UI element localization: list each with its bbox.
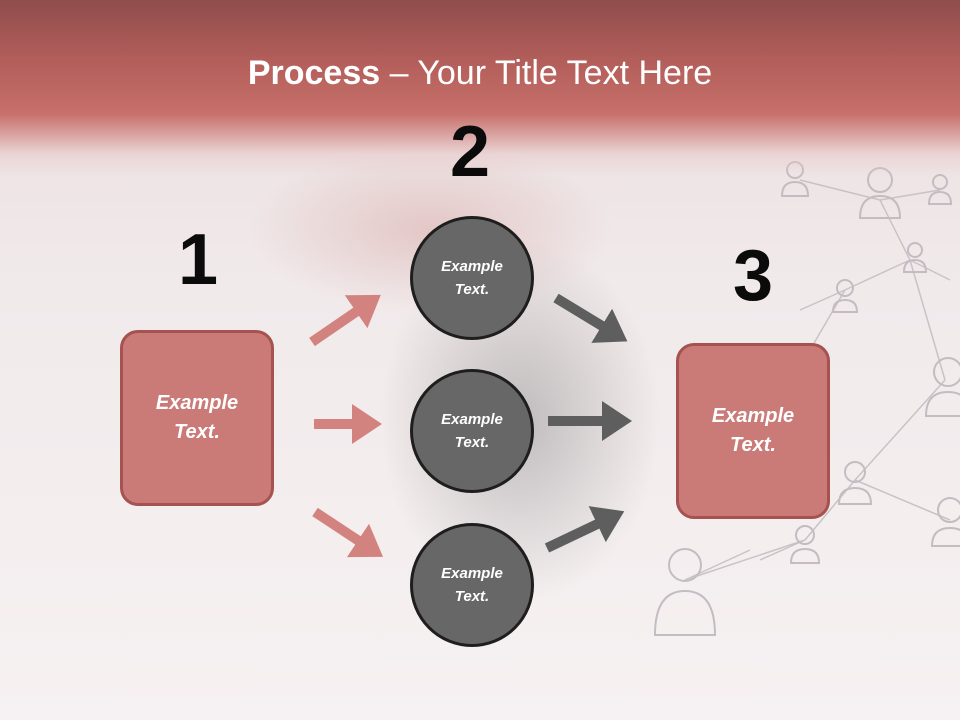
step-3-text-line1: Example [711, 405, 795, 427]
people-network-decoration [653, 161, 960, 636]
title-bar [0, 0, 960, 175]
step-number-3: 3 [733, 236, 774, 316]
arrow-circle-bottom-to-box3 [544, 506, 625, 553]
step-number-2: 2 [450, 112, 491, 192]
step-1-text-line2: Text. [174, 421, 220, 443]
arrow-box1-to-circle-bottom [312, 507, 384, 558]
circle-top[interactable]: Example Text. [410, 216, 534, 340]
circle-top-text-line2: Text. [454, 281, 490, 298]
step-1-box[interactable]: Example Text. [120, 330, 274, 506]
step-1-text-line1: Example [155, 392, 239, 414]
step-3-text-line2: Text. [730, 434, 776, 456]
step-number-1: 1 [178, 220, 219, 300]
circle-top-text-line1: Example [441, 258, 503, 275]
circle-bottom-text-line1: Example [441, 565, 503, 582]
title-rest: – Your Title Text Here [380, 54, 713, 92]
circle-middle-text-line2: Text. [454, 434, 490, 451]
title-bold: Process [247, 54, 381, 92]
circle-middle[interactable]: Example Text. [410, 369, 534, 493]
arrow-box1-to-circle-top [309, 294, 381, 347]
circle-bottom[interactable]: Example Text. [410, 523, 534, 647]
circle-bottom-text-line2: Text. [454, 588, 490, 605]
circle-middle-text-line1: Example [441, 411, 503, 428]
slide-title: Process – Your Title Text Here [0, 54, 960, 93]
step-3-box[interactable]: Example Text. [676, 343, 830, 519]
arrow-circle-top-to-box3 [553, 293, 628, 343]
